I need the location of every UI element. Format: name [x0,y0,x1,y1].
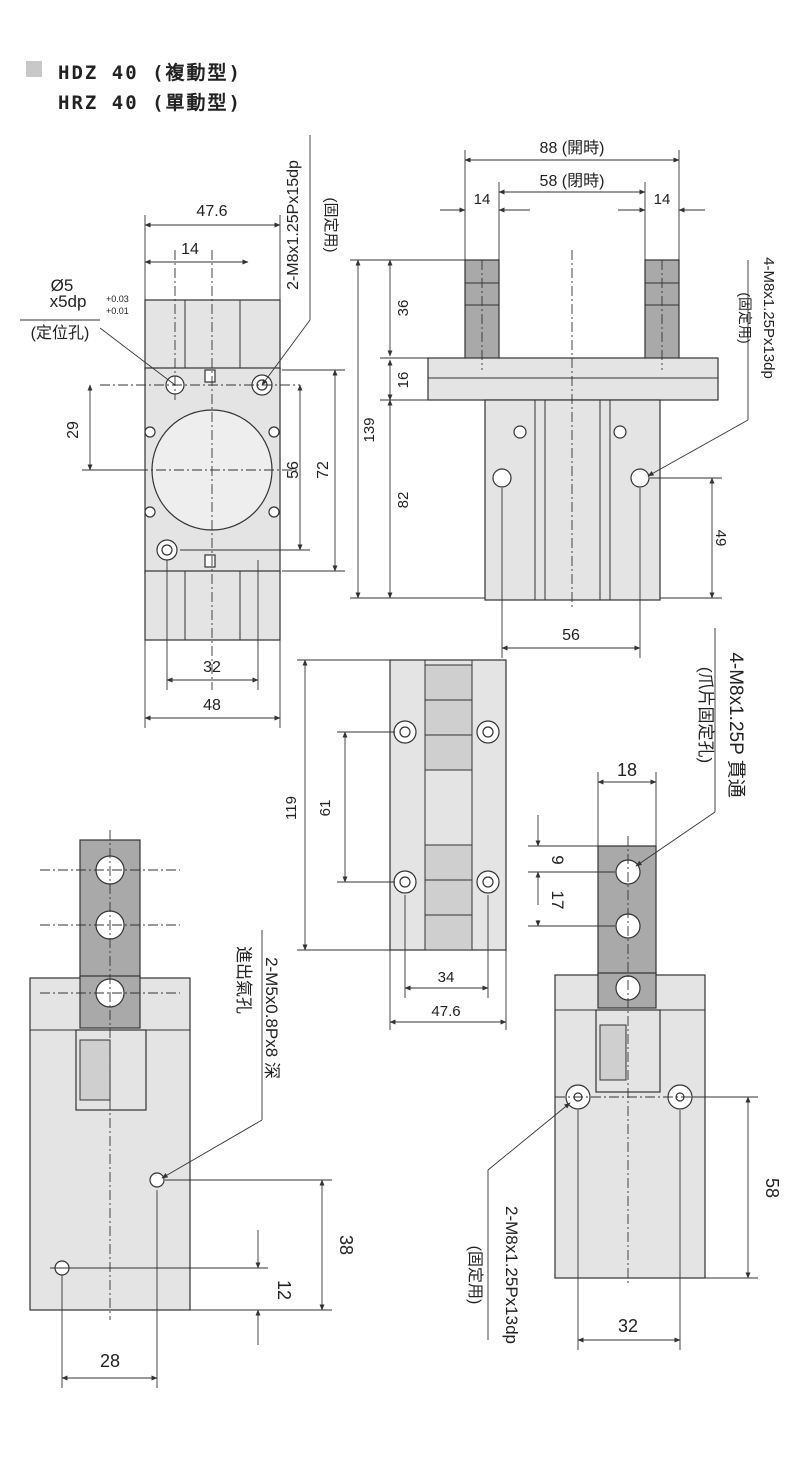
top-jaw-lower [424,844,473,951]
dim-29: 29 [65,421,82,439]
front-bottom-block [144,570,281,641]
side-mount-label: 4-M8x1.25Px13dp [760,257,777,379]
bottom-right-view: 4-M8x1.25P 貫通 (爪片固定孔) 18 9 17 58 32 2-M8… [466,628,782,1350]
model-title-double-acting: HDZ 40 (複動型) [58,62,242,84]
dim-36: 36 [395,300,412,317]
dim-38: 38 [336,1235,356,1255]
top-jaw-upper [424,664,473,771]
mount-note: (固定用) [322,198,339,253]
dim-88-open: 88 (開時) [540,139,605,157]
dim-14-left: 14 [474,191,491,208]
dim-48: 48 [203,697,221,714]
dim-32-br: 32 [618,1316,638,1336]
tolerance-minus: +0.01 [106,306,129,316]
air-port-icon [149,1172,165,1188]
hole-depth-label: x5dp [50,292,87,311]
dim-56: 56 [285,461,302,479]
dim-61: 61 [317,800,334,817]
dim-14: 14 [181,241,199,258]
jaw-thread-label: 4-M8x1.25P 貫通 [725,652,747,797]
dim-32: 32 [203,659,221,676]
dim-58-br: 58 [762,1178,782,1198]
top-view: 119 61 34 47.6 [283,659,507,1030]
side-body [484,399,661,601]
tolerance-plus: +0.03 [106,294,129,304]
dim-18: 18 [617,760,637,780]
dim-12: 12 [274,1280,294,1300]
dim-14-right: 14 [654,191,671,208]
dim-34: 34 [438,969,455,986]
dim-47-6: 47.6 [431,1003,460,1020]
dim-17: 17 [548,891,567,910]
dim-28: 28 [100,1351,120,1371]
dim-16: 16 [395,372,412,389]
port-thread-label: 2-M5x0.8Px8 深 [262,957,281,1079]
dim-49: 49 [712,530,729,547]
mount-hole-icon [492,468,512,488]
dim-139: 139 [361,417,378,442]
dim-56-side: 56 [562,627,580,644]
front-top-block [144,299,281,371]
dim-58-closed: 58 (閉時) [540,172,605,190]
dim-width-47-6: 47.6 [196,203,227,220]
br-mount-note: (固定用) [466,1246,484,1305]
dim-82: 82 [395,492,412,509]
dim-119: 119 [283,796,300,820]
header-marker [26,61,42,77]
model-title-single-acting: HRZ 40 (單動型) [58,92,242,114]
dim-9: 9 [548,855,567,864]
locating-hole-note: (定位孔) [31,324,90,342]
mount-hole-icon [630,468,650,488]
side-mount-note: (固定用) [737,292,753,343]
port-note: 進出氣孔 [234,946,253,1014]
jaw-note: (爪片固定孔) [696,667,715,763]
front-view: 47.6 14 Ø5 x5dp +0.03 +0.01 (定位孔) 2-M8x1… [20,135,345,728]
mount-thread-label: 2-M8x1.25Px15dp [285,160,302,290]
hole-diameter-label: Ø5 [51,276,74,295]
br-mount-label: 2-M8x1.25Px13dp [502,1206,521,1344]
bottom-left-view: 2-M5x0.8Px8 深 進出氣孔 38 12 28 [29,830,356,1388]
dim-72: 72 [315,461,332,479]
side-view: 88 (開時) 58 (閉時) 14 14 36 16 139 82 49 56… [350,139,777,658]
side-head [427,357,719,401]
